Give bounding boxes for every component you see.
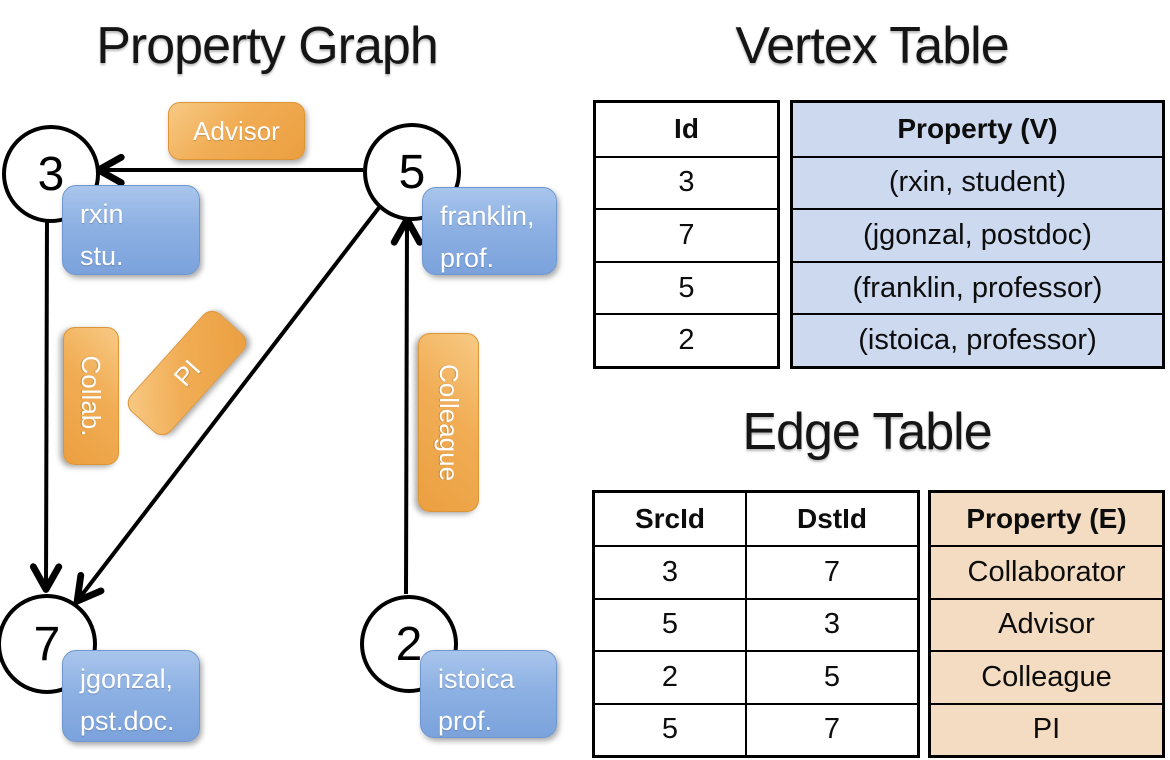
edge-5-to-7: [73, 203, 383, 605]
node-7-id: 7: [33, 617, 61, 671]
vertex-table-cell: (istoica, professor): [793, 313, 1162, 366]
edge-table-cell: Collaborator: [931, 545, 1162, 597]
edge-2-to-5: [390, 216, 424, 595]
vertex-table-cell: (rxin, student): [793, 155, 1162, 209]
edge-table-cell: 5: [595, 702, 745, 755]
vertex-label-line: istoica: [438, 664, 515, 694]
edge-table-cell: 3: [595, 545, 745, 597]
edge-table-cell: Colleague: [931, 650, 1162, 702]
vertex-label-line: prof.: [438, 705, 493, 736]
vertex-table-cell: 5: [596, 260, 777, 314]
graph-edges: [29, 153, 424, 605]
edge-label-text: Colleague: [434, 363, 464, 482]
node-2-id: 2: [395, 617, 423, 671]
vertex-label-line: prof.: [440, 242, 495, 273]
edge-3-to-7: [29, 214, 63, 593]
edge-table-cell: 5: [745, 650, 917, 703]
edge-table-cell: 7: [745, 545, 917, 598]
edge-label-text: Advisor: [193, 115, 280, 146]
edge-label-advisor: Advisor: [168, 102, 305, 160]
vertex-table-cell: 2: [596, 313, 777, 366]
node-3-id: 3: [37, 147, 65, 201]
vertex-table-cell: 3: [596, 155, 777, 209]
edge-table-header-property: Property (E): [966, 503, 1127, 535]
vertex-label-istoica: istoica prof.: [420, 650, 557, 738]
property-graph-title: Property Graph: [96, 17, 438, 75]
vertex-table-header-id: Id: [674, 113, 699, 145]
edge-table-cell: 2: [595, 650, 745, 702]
vertex-table-property-column: Property (V) (rxin, student) (jgonzal, p…: [790, 100, 1165, 369]
vertex-table-cell: (jgonzal, postdoc): [793, 208, 1162, 261]
edge-table-cell: 5: [595, 597, 745, 650]
edge-table-header-src: SrcId: [634, 503, 706, 535]
edge-table-cell: PI: [931, 702, 1162, 755]
vertex-label-line: jgonzal,: [80, 664, 174, 694]
vertex-table-title: Vertex Table: [735, 17, 1009, 75]
vertex-label-rxin: rxin stu.: [62, 185, 200, 275]
edge-label-text: PI: [167, 353, 206, 392]
edge-table-cell: Advisor: [931, 597, 1162, 650]
edge-table-id-columns: SrcId DstId 3 7 5 3 2 5 5 7: [592, 490, 920, 758]
edge-table-cell: 7: [745, 702, 917, 755]
node-5: 5: [363, 123, 461, 221]
vertex-label-line: franklin,: [440, 201, 535, 231]
vertex-label-jgonzal: jgonzal, pst.doc.: [62, 650, 200, 742]
edge-table-title: Edge Table: [742, 403, 992, 461]
edge-table-header-dst: DstId: [745, 493, 917, 546]
vertex-label-line: rxin: [80, 199, 124, 229]
vertex-table-cell: (franklin, professor): [793, 260, 1162, 314]
vertex-label-line: stu.: [80, 240, 124, 271]
edge-table-property-column: Property (E) Collaborator Advisor Collea…: [928, 490, 1165, 758]
edge-label-text: Collab.: [76, 355, 107, 437]
edge-label-colleague: Colleague: [418, 333, 479, 512]
node-5-id: 5: [398, 145, 426, 199]
vertex-table-id-column: Id 3 7 5 2: [593, 100, 780, 369]
vertex-table-header-property: Property (V): [897, 113, 1058, 145]
vertex-label-franklin: franklin, prof.: [422, 187, 557, 275]
edge-table-cell: 3: [745, 597, 917, 651]
edge-label-collab: Collab.: [63, 327, 119, 465]
node-2: 2: [360, 595, 458, 693]
vertex-table-cell: 7: [596, 208, 777, 261]
vertex-label-line: pst.doc.: [80, 705, 175, 736]
